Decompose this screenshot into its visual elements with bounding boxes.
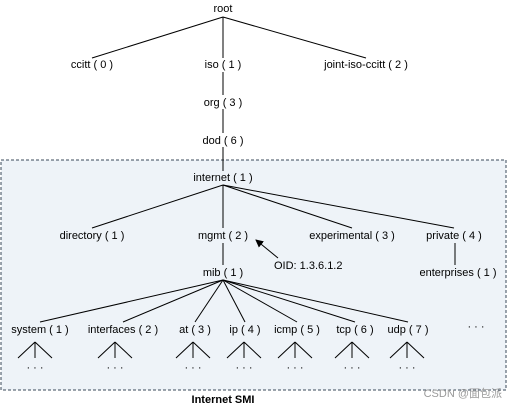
edge-mib-system [39, 279, 224, 323]
stubs-icmp [277, 341, 313, 359]
csdn-watermark: CSDN @面包派 [424, 387, 502, 400]
node-interfaces: interfaces ( 2 ) [88, 324, 158, 336]
internet-smi-caption: Internet SMI [192, 394, 255, 406]
node-ip: ip ( 4 ) [229, 324, 260, 336]
stubs-ip [226, 341, 262, 359]
edge-mib-tcp [222, 279, 356, 323]
edge-mib-ip [222, 279, 246, 323]
node-udp: udp ( 7 ) [388, 324, 429, 336]
ellipsis-ip: · · · [235, 362, 252, 374]
edge-mib-icmp [222, 279, 298, 323]
node-org: org ( 3 ) [204, 97, 243, 109]
stubs-at [175, 341, 211, 359]
edge-mib-udp [222, 279, 409, 323]
ellipsis-tcp: · · · [343, 362, 360, 374]
edge-root-ccitt [91, 16, 224, 59]
ellipsis-udp: · · · [398, 362, 415, 374]
node-internet: internet ( 1 ) [193, 172, 252, 184]
node-enterprises: enterprises ( 1 ) [419, 267, 496, 279]
oid-arrow [255, 239, 279, 259]
stubs-interfaces [97, 341, 133, 359]
node-system: system ( 1 ) [11, 324, 68, 336]
node-iso: iso ( 1 ) [205, 59, 242, 71]
ellipsis-at: · · · [184, 362, 201, 374]
leaf-stubs [17, 341, 425, 359]
node-mib: mib ( 1 ) [203, 267, 243, 279]
edge-internet-directory [91, 184, 224, 229]
node-dod: dod ( 6 ) [203, 135, 244, 147]
stubs-udp [389, 341, 425, 359]
edge-internet-experimental [222, 184, 353, 229]
node-experimental: experimental ( 3 ) [309, 230, 395, 242]
node-tcp: tcp ( 6 ) [336, 324, 373, 336]
tree-edges [39, 16, 456, 323]
node-ccitt: ccitt ( 0 ) [71, 59, 113, 71]
ellipsis-system: · · · [26, 362, 43, 374]
edge-mib-interfaces [122, 279, 224, 323]
edge-mib-at [194, 279, 224, 323]
node-root: root [214, 3, 233, 15]
node-mgmt: mgmt ( 2 ) [198, 230, 248, 242]
edge-root-joint [222, 16, 367, 59]
node-private: private ( 4 ) [426, 230, 482, 242]
node-labels: root ccitt ( 0 ) iso ( 1 ) joint-iso-cci… [11, 3, 496, 336]
node-at: at ( 3 ) [179, 324, 211, 336]
stubs-system [17, 341, 53, 359]
node-directory: directory ( 1 ) [60, 230, 125, 242]
node-joint-iso-ccitt: joint-iso-ccitt ( 2 ) [323, 59, 408, 71]
ellipsis-more-mib-children: · · · [467, 321, 484, 333]
ellipsis-icmp: · · · [286, 362, 303, 374]
internet-subtree-frame [0, 159, 507, 391]
node-icmp: icmp ( 5 ) [274, 324, 320, 336]
oid-label: OID: 1.3.6.1.2 [274, 260, 342, 272]
ellipses: · · · · · · · · · · · · · · · · · · · · … [26, 321, 484, 374]
edge-internet-private [222, 184, 455, 229]
stubs-tcp [334, 341, 370, 359]
ellipsis-interfaces: · · · [106, 362, 123, 374]
